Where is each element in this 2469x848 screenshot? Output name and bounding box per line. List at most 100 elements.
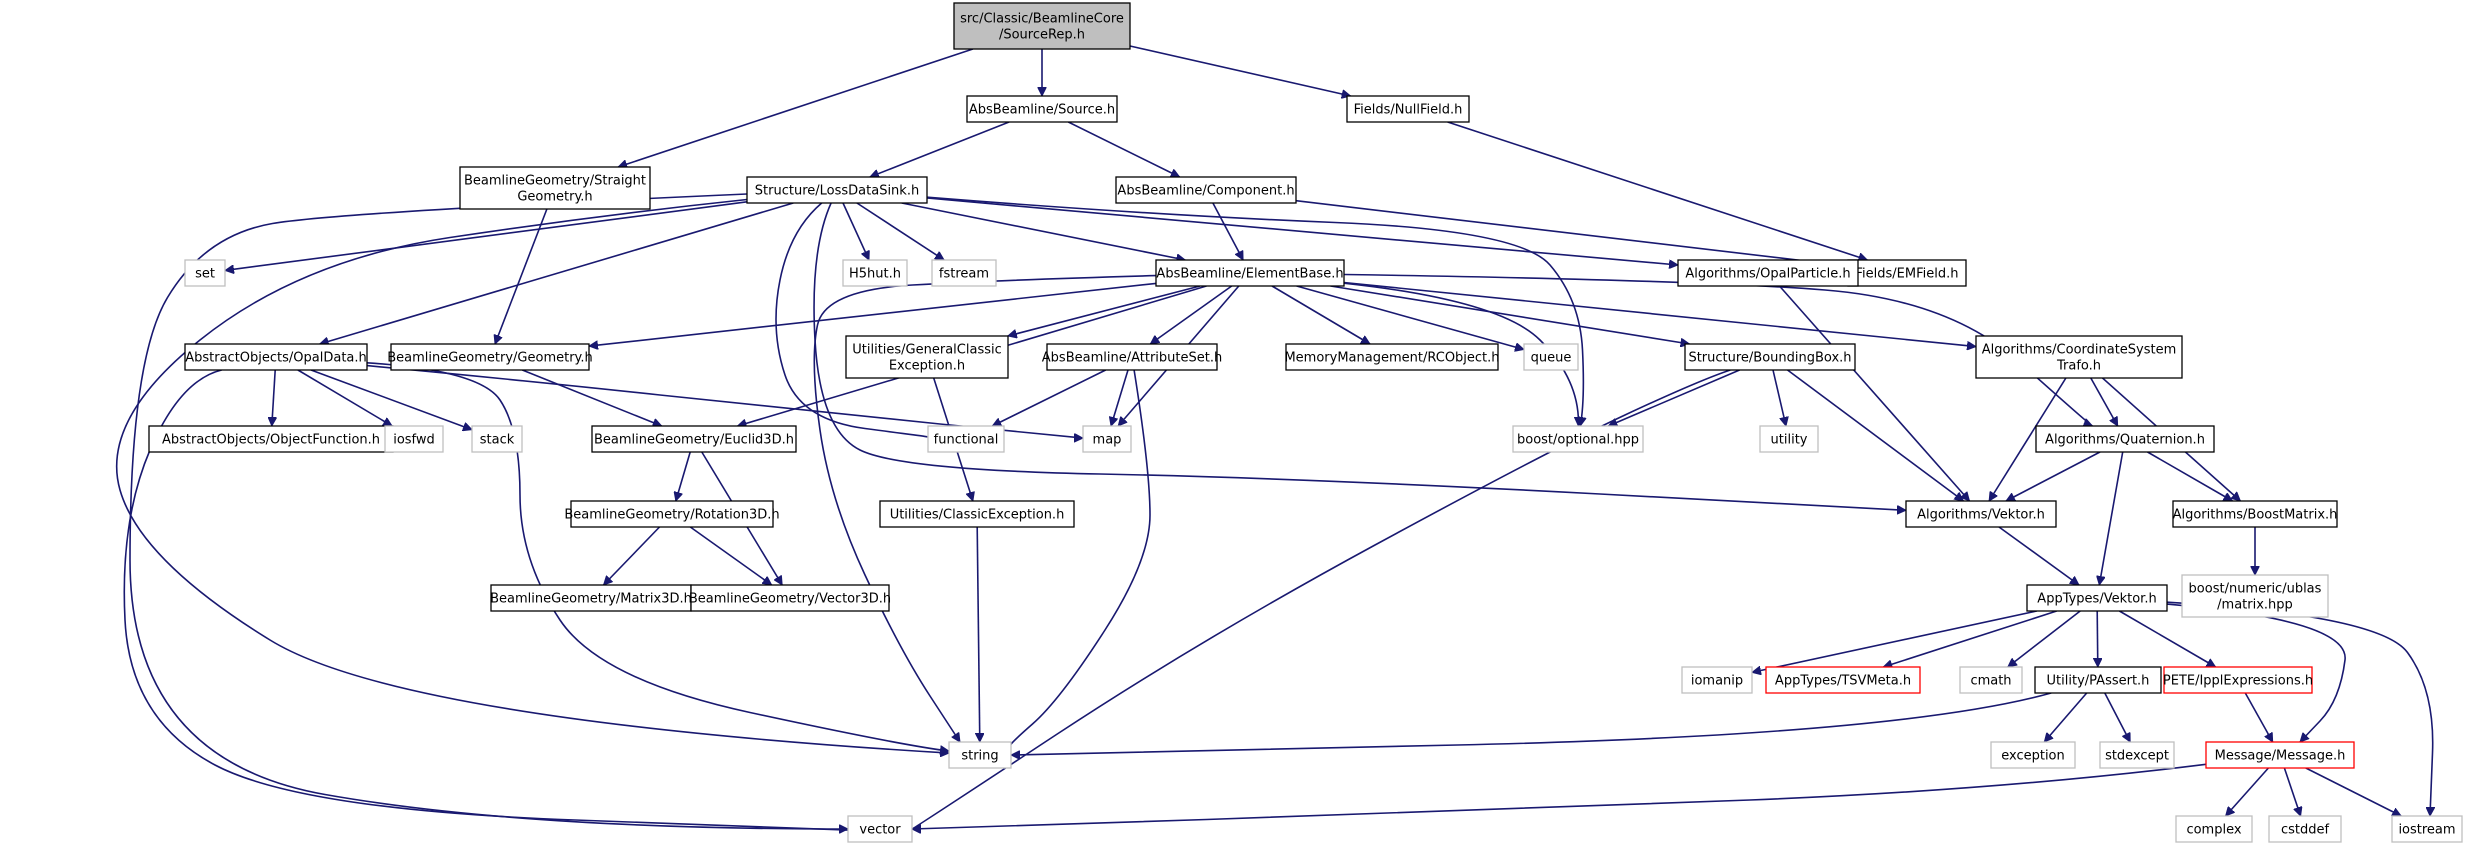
node-box bbox=[845, 335, 1009, 379]
node-boostmatrix[interactable]: Algorithms/BoostMatrix.h bbox=[2172, 500, 2338, 528]
node-label: /matrix.hpp bbox=[2217, 598, 2293, 613]
node-vector3d[interactable]: BeamlineGeometry/Vector3D.h bbox=[689, 584, 891, 612]
node-elementbase[interactable]: AbsBeamline/ElementBase.h bbox=[1155, 259, 1345, 287]
node-box bbox=[2026, 584, 2168, 612]
edge-geometry-to-euclid3d bbox=[522, 369, 661, 426]
node-label: Trafo.h bbox=[2056, 359, 2101, 374]
edge-lossdatasink-to-fstream bbox=[856, 202, 944, 261]
node-label: MemoryManagement/RCObject.h bbox=[1284, 351, 1499, 366]
edge-lossdatasink-to-set bbox=[225, 201, 748, 271]
edge-lossdatasink-to-string bbox=[115, 198, 949, 754]
node-box bbox=[1155, 259, 1345, 287]
edge-apptvektor-to-iomanip bbox=[1752, 610, 2037, 672]
edge-passert-to-exception bbox=[2044, 692, 2088, 742]
node-label: Algorithms/Quaternion.h bbox=[2045, 433, 2205, 448]
node-label: AbsBeamline/Source.h bbox=[969, 103, 1115, 118]
node-label: Algorithms/BoostMatrix.h bbox=[2173, 508, 2338, 523]
node-opalparticle[interactable]: Algorithms/OpalParticle.h bbox=[1677, 259, 1859, 287]
node-ublas: boost/numeric/ublas/matrix.hpp bbox=[2181, 574, 2329, 618]
edge-quaternion-to-algvektor bbox=[2006, 451, 2101, 502]
node-apptvektor[interactable]: AppTypes/Vektor.h bbox=[2026, 584, 2168, 612]
node-matrix3d[interactable]: BeamlineGeometry/Matrix3D.h bbox=[490, 584, 692, 612]
node-lossdatasink[interactable]: Structure/LossDataSink.h bbox=[746, 176, 928, 204]
node-box bbox=[1523, 343, 1579, 371]
node-box bbox=[931, 259, 997, 287]
node-label: AppTypes/TSVMeta.h bbox=[1775, 674, 1911, 689]
node-box bbox=[384, 425, 444, 453]
node-box bbox=[927, 425, 1005, 453]
node-box bbox=[459, 166, 651, 210]
node-optional: boost/optional.hpp bbox=[1512, 425, 1644, 453]
node-opaldata[interactable]: AbstractObjects/OpalData.h bbox=[184, 343, 368, 371]
node-boundingbox[interactable]: Structure/BoundingBox.h bbox=[1684, 343, 1856, 371]
edge-ipplexpr-to-message bbox=[2244, 692, 2274, 742]
node-label: stdexcept bbox=[2105, 749, 2169, 764]
edge-lossdatasink-to-functional bbox=[775, 202, 928, 437]
node-objectfunction[interactable]: AbstractObjects/ObjectFunction.h bbox=[148, 425, 394, 453]
node-box bbox=[1905, 500, 2057, 528]
node-algvektor[interactable]: Algorithms/Vektor.h bbox=[1905, 500, 2057, 528]
node-label: cstddef bbox=[2281, 823, 2330, 838]
edge-coordtrafo-to-quaternion bbox=[2090, 377, 2119, 426]
node-label: AbsBeamline/ElementBase.h bbox=[1156, 267, 1343, 282]
node-label: Fields/NullField.h bbox=[1354, 103, 1463, 118]
node-label: Utilities/ClassicException.h bbox=[890, 508, 1065, 523]
node-ipplexpr[interactable]: PETE/IpplExpressions.h bbox=[2163, 666, 2313, 694]
node-label: iomanip bbox=[1691, 674, 1743, 689]
edge-elementbase-to-generalexc bbox=[1008, 285, 1201, 336]
node-label: functional bbox=[934, 433, 999, 448]
node-stdexcept: stdexcept bbox=[2099, 741, 2175, 769]
node-attributeset[interactable]: AbsBeamline/AttributeSet.h bbox=[1042, 343, 1222, 371]
node-label: Fields/EMField.h bbox=[1856, 267, 1959, 282]
node-label: cmath bbox=[1970, 674, 2011, 689]
edge-lossdatasink-to-elementbase bbox=[901, 202, 1186, 260]
node-box bbox=[2268, 815, 2342, 843]
edge-opaldata-to-stack bbox=[310, 369, 472, 430]
node-label: Message/Message.h bbox=[2215, 749, 2346, 764]
node-box bbox=[184, 259, 226, 287]
node-classicexc[interactable]: Utilities/ClassicException.h bbox=[879, 500, 1075, 528]
node-rcobject[interactable]: MemoryManagement/RCObject.h bbox=[1284, 343, 1500, 371]
node-label: Utility/PAssert.h bbox=[2047, 674, 2150, 689]
node-emfield[interactable]: Fields/EMField.h bbox=[1847, 259, 1967, 287]
node-rotation3d[interactable]: BeamlineGeometry/Rotation3D.h bbox=[564, 500, 780, 528]
node-box bbox=[1975, 335, 2183, 379]
node-box bbox=[1046, 343, 1218, 371]
node-component[interactable]: AbsBeamline/Component.h bbox=[1115, 176, 1297, 204]
node-label: Algorithms/CoordinateSystem bbox=[1982, 343, 2177, 358]
node-label: src/Classic/BeamlineCore bbox=[960, 12, 1124, 27]
node-passert[interactable]: Utility/PAssert.h bbox=[2034, 666, 2162, 694]
node-queue: queue bbox=[1523, 343, 1579, 371]
edge-message-to-complex bbox=[2226, 767, 2269, 816]
node-message[interactable]: Message/Message.h bbox=[2205, 741, 2355, 769]
node-source[interactable]: AbsBeamline/Source.h bbox=[966, 95, 1118, 123]
edge-apptvektor-to-ipplexpr bbox=[2118, 610, 2215, 668]
edge-quaternion-to-boostmatrix bbox=[2147, 451, 2233, 502]
node-label: AppTypes/Vektor.h bbox=[2037, 592, 2156, 607]
node-label: BeamlineGeometry/Vector3D.h bbox=[689, 592, 891, 607]
node-quaternion[interactable]: Algorithms/Quaternion.h bbox=[2035, 425, 2215, 453]
node-box bbox=[1115, 176, 1297, 204]
node-geometry[interactable]: BeamlineGeometry/Geometry.h bbox=[387, 343, 593, 371]
node-label: boost/numeric/ublas bbox=[2189, 582, 2322, 597]
edge-lossdatasink-to-opaldata bbox=[320, 202, 794, 344]
node-tsvmeta[interactable]: AppTypes/TSVMeta.h bbox=[1765, 666, 1921, 694]
node-box bbox=[1082, 425, 1132, 453]
node-cstddef: cstddef bbox=[2268, 815, 2342, 843]
node-vector: vector bbox=[847, 815, 913, 843]
node-box bbox=[847, 815, 913, 843]
node-iostream: iostream bbox=[2391, 815, 2463, 843]
node-euclid3d[interactable]: BeamlineGeometry/Euclid3D.h bbox=[591, 425, 797, 453]
node-root[interactable]: src/Classic/BeamlineCore/SourceRep.h bbox=[953, 2, 1131, 50]
edge-elementbase-to-queue bbox=[1296, 285, 1524, 350]
node-box bbox=[1285, 343, 1499, 371]
node-box bbox=[1684, 343, 1856, 371]
node-nullfield[interactable]: Fields/NullField.h bbox=[1346, 95, 1470, 123]
edge-coordtrafo-to-algvektor bbox=[1988, 377, 2067, 501]
edge-quaternion-to-apptvektor bbox=[2099, 451, 2124, 585]
node-label: /SourceRep.h bbox=[999, 28, 1085, 43]
